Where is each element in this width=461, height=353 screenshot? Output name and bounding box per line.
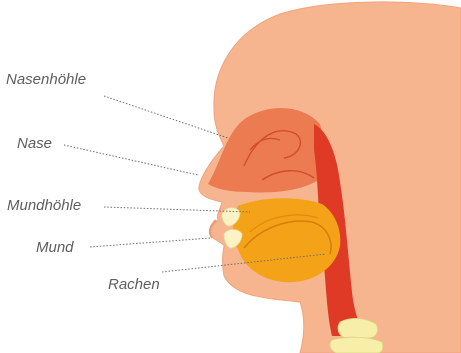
leader-mund bbox=[90, 238, 210, 247]
label-nose: Nase bbox=[17, 136, 52, 151]
label-nasal-cavity: Nasenhöhle bbox=[6, 72, 86, 87]
label-mouth: Mund bbox=[36, 240, 74, 255]
label-oral-cavity: Mundhöhle bbox=[7, 198, 81, 213]
vertebra-upper bbox=[338, 318, 378, 338]
leader-nasenhoehle bbox=[104, 96, 228, 138]
vertebra-lower bbox=[330, 337, 383, 353]
label-pharynx: Rachen bbox=[108, 277, 160, 292]
leader-nase bbox=[64, 145, 198, 175]
